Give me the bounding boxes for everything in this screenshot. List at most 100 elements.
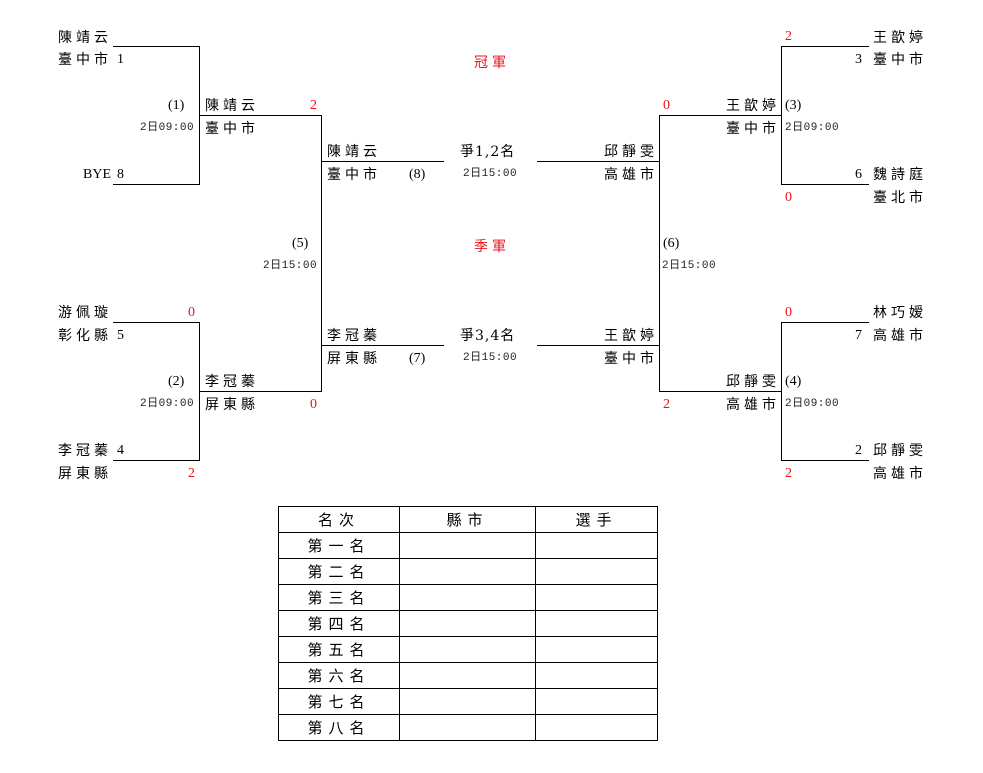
table-row: 第一名: [278, 532, 658, 559]
city-cell[interactable]: [399, 688, 536, 715]
match-score: 0: [785, 190, 792, 205]
bracket-line: [781, 184, 869, 185]
bracket-line: [537, 161, 660, 162]
bracket-line: [321, 345, 444, 346]
city-cell[interactable]: [399, 636, 536, 663]
match-score: 2: [663, 397, 670, 412]
player-cell[interactable]: [535, 636, 658, 663]
third-caption: 爭3,4名: [460, 328, 516, 344]
header-city: 縣市: [399, 506, 536, 533]
match-label: (8): [409, 167, 426, 182]
player-city: 高雄市: [873, 328, 927, 344]
rank-label: 第三名: [278, 584, 400, 611]
seed-number: 8: [117, 167, 124, 182]
table-row: 第五名: [278, 636, 658, 663]
city-cell[interactable]: [399, 584, 536, 611]
rank-label: 第八名: [278, 714, 400, 741]
player-name: 林巧嫒: [873, 305, 927, 321]
player-city: 臺中市: [873, 52, 927, 68]
third-left-name: 李冠蓁: [327, 328, 381, 344]
player-name: 李冠蓁: [58, 443, 112, 459]
final-title: 冠軍: [474, 55, 510, 71]
bracket-line: [659, 115, 660, 391]
ranking-table: 名次 縣市 選手 第一名 第二名 第三名 第四名 第五名 第六名 第七名 第八名: [278, 506, 658, 741]
final-left-name: 陳靖云: [327, 144, 381, 160]
player-cell[interactable]: [535, 558, 658, 585]
city-cell[interactable]: [399, 714, 536, 741]
match-score: 0: [310, 397, 317, 412]
match-time: 2日09:00: [140, 122, 195, 134]
header-player: 選手: [535, 506, 658, 533]
match-time: 2日09:00: [785, 122, 840, 134]
city-cell[interactable]: [399, 610, 536, 637]
final-right-city: 高雄市: [604, 167, 658, 183]
player-cell[interactable]: [535, 610, 658, 637]
city-cell[interactable]: [399, 558, 536, 585]
player-city: 高雄市: [873, 466, 927, 482]
bracket-line: [321, 115, 322, 391]
player-cell[interactable]: [535, 714, 658, 741]
player-cell[interactable]: [535, 532, 658, 559]
bracket-line: [781, 460, 869, 461]
player-city: 屏東縣: [58, 466, 112, 482]
match-label: (5): [292, 236, 309, 251]
match-score: 0: [188, 305, 195, 320]
match-winner-name: 王歆婷: [726, 98, 780, 114]
player-cell[interactable]: [535, 662, 658, 689]
seed-number: 2: [855, 443, 862, 458]
bracket-line: [537, 345, 660, 346]
match-score: 2: [785, 29, 792, 44]
player-name: 游佩璇: [58, 305, 112, 321]
table-row: 第四名: [278, 610, 658, 637]
final-time: 2日15:00: [463, 168, 518, 180]
table-row: 第八名: [278, 714, 658, 741]
city-cell[interactable]: [399, 532, 536, 559]
match-score: 2: [785, 466, 792, 481]
rank-label: 第五名: [278, 636, 400, 663]
table-row: 第三名: [278, 584, 658, 611]
final-right-name: 邱靜雯: [604, 144, 658, 160]
bracket-line: [781, 46, 782, 184]
match-label: (1): [168, 98, 185, 113]
player-cell[interactable]: [535, 688, 658, 715]
match-time: 2日09:00: [140, 398, 195, 410]
player-cell[interactable]: [535, 584, 658, 611]
seed-number: 5: [117, 328, 124, 343]
player-city: 彰化縣: [58, 328, 112, 344]
player-city: 臺北市: [873, 190, 927, 206]
bracket-line: [659, 115, 782, 116]
bracket-line: [781, 322, 782, 460]
city-cell[interactable]: [399, 662, 536, 689]
third-time: 2日15:00: [463, 352, 518, 364]
bracket-line: [659, 391, 782, 392]
seed-number: 4: [117, 443, 124, 458]
match-score: 0: [663, 98, 670, 113]
seed-number: 6: [855, 167, 862, 182]
table-header-row: 名次 縣市 選手: [278, 506, 658, 533]
match-winner-city: 臺中市: [205, 121, 259, 137]
seed-number: 1: [117, 52, 124, 67]
player-name: 邱靜雯: [873, 443, 927, 459]
bracket-line: [781, 46, 869, 47]
match-time: 2日09:00: [785, 398, 840, 410]
bracket-line: [113, 46, 200, 47]
match-score: 0: [785, 305, 792, 320]
bracket-line: [113, 322, 200, 323]
seed-number: 7: [855, 328, 862, 343]
final-left-city: 臺中市: [327, 167, 381, 183]
bye-label: BYE: [83, 167, 111, 182]
rank-label: 第四名: [278, 610, 400, 637]
match-winner-city: 臺中市: [726, 121, 780, 137]
table-row: 第六名: [278, 662, 658, 689]
rank-label: 第六名: [278, 662, 400, 689]
final-caption: 爭1,2名: [460, 144, 516, 160]
table-row: 第二名: [278, 558, 658, 585]
bracket-line: [321, 161, 444, 162]
third-right-city: 臺中市: [604, 351, 658, 367]
bracket-line: [199, 115, 322, 116]
player-name: 陳靖云: [58, 30, 112, 46]
match-label: (3): [785, 98, 802, 113]
match-score: 2: [188, 466, 195, 481]
bracket-line: [781, 322, 869, 323]
match-winner-name: 邱靜雯: [726, 374, 780, 390]
